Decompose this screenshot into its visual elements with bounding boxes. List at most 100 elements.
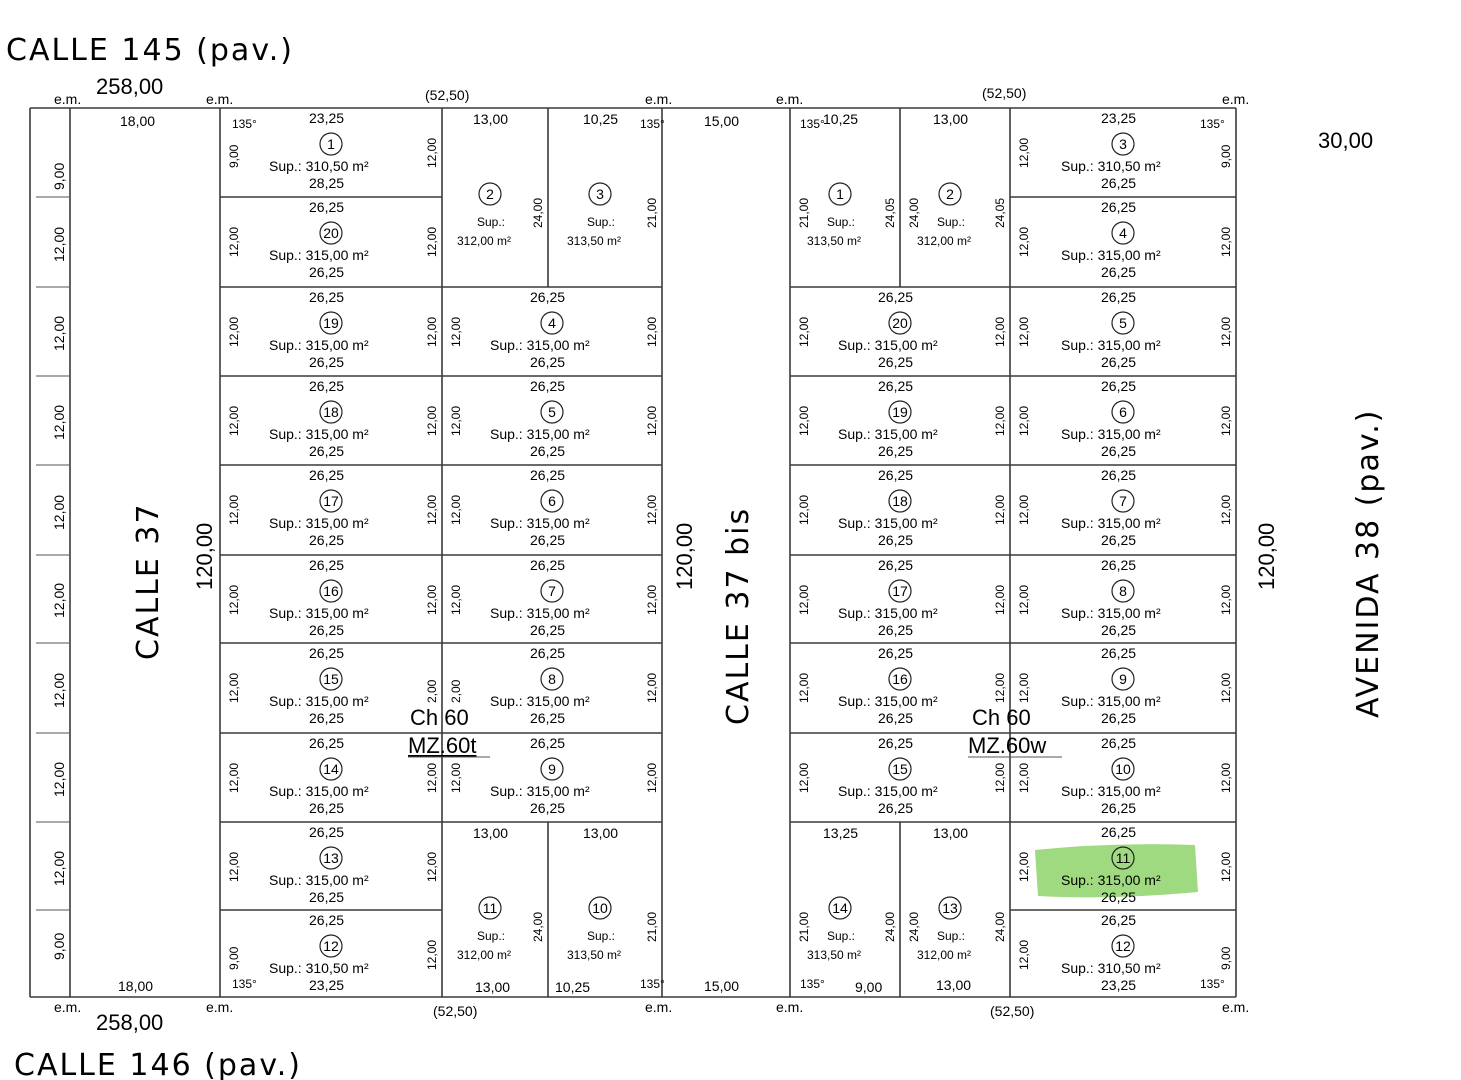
lot-text: Sup.: 315,00 m² (838, 783, 938, 799)
lot-text: 12,00 (425, 317, 439, 347)
lot-number-circle (888, 667, 912, 691)
svg-text:12,00: 12,00 (51, 405, 67, 440)
lot-text: Sup.: 315,00 m² (838, 605, 938, 621)
lot-text: 12,00 (797, 763, 811, 793)
lot-text: 26,25 (878, 557, 913, 573)
lot-text: 26,25 (309, 735, 344, 751)
lot-text: 26,25 (530, 645, 565, 661)
lot-text: 26,25 (530, 557, 565, 573)
lot-text: 12,00 (993, 763, 1007, 793)
lot-text: 26,25 (1101, 289, 1136, 305)
lot-text: 313,50 m² (567, 234, 621, 248)
lot-text: 12,00 (425, 495, 439, 525)
lot-text: Sup.: 315,00 m² (490, 783, 590, 799)
lot-text: 26,25 (1101, 532, 1136, 548)
lot-text: 26,25 (530, 354, 565, 370)
lot-number-circle (1111, 934, 1135, 958)
lot-text: 12,00 (1219, 673, 1233, 703)
lot-text: 12,00 (1219, 763, 1233, 793)
lot-number-circle (540, 311, 564, 335)
lot-text: 12,00 (425, 406, 439, 436)
lot-number-circle (828, 182, 852, 206)
lot-text: 12,00 (1017, 406, 1031, 436)
lot-number-circle (588, 182, 612, 206)
lot-text: Sup.: 315,00 m² (269, 337, 369, 353)
lot-number: 4 (548, 315, 556, 331)
lot-text: 26,25 (309, 710, 344, 726)
lot-number-circle (938, 896, 962, 920)
highlight-lot-11[interactable] (1035, 844, 1198, 898)
lot-number-circle (888, 400, 912, 424)
lot-text: 13,00 (933, 825, 968, 841)
lot-text: 21,00 (797, 198, 811, 228)
dim-street-18-bottom: 18,00 (118, 978, 153, 994)
svg-text:e.m.: e.m. (645, 999, 672, 1015)
svg-text:e.m.: e.m. (645, 91, 672, 107)
lot-text: 12,00 (1219, 585, 1233, 615)
lot-number-circle (319, 400, 343, 424)
lot-number: 14 (323, 761, 339, 777)
dim-west-depth: 120,00 (192, 523, 217, 590)
lot-text: Sup.: 315,00 m² (490, 605, 590, 621)
lot-text: 12,00 (227, 495, 241, 525)
lot-number-circle (319, 311, 343, 335)
lot-text: 12,00 (645, 406, 659, 436)
svg-text:9,00: 9,00 (51, 933, 67, 960)
lot-text: 135° (1200, 117, 1225, 131)
lot-text: 21,00 (645, 912, 659, 942)
lot-text: 12,00 (449, 495, 463, 525)
svg-text:e.m.: e.m. (206, 91, 233, 107)
lot-number-circle (319, 846, 343, 870)
lot-number: 8 (548, 671, 556, 687)
lot-text: 26,25 (878, 289, 913, 305)
lot-number: 2 (486, 186, 494, 202)
left-column-dims: 9,00 12,00 12,00 12,00 12,00 12,00 12,00… (51, 163, 67, 960)
lot-number: 8 (1119, 583, 1127, 599)
lot-text: 26,25 (530, 800, 565, 816)
lot-text: 26,25 (309, 467, 344, 483)
street-right-label: AVENIDA 38 (pav.) (1351, 408, 1386, 718)
lot-number-circle (478, 182, 502, 206)
lot-text: 23,25 (309, 977, 344, 993)
lot-text: 26,25 (309, 912, 344, 928)
svg-text:12,00: 12,00 (51, 673, 67, 708)
lot-number-circle (1111, 400, 1135, 424)
lot-number: 19 (892, 404, 908, 420)
lot-text: Sup.: (937, 215, 965, 229)
lot-number: 14 (832, 900, 848, 916)
lot-number: 13 (942, 900, 958, 916)
lot-text: 12,00 (449, 585, 463, 615)
lot-text: 12,00 (425, 227, 439, 257)
lot-text: 9,00 (227, 946, 241, 970)
lot-number: 18 (323, 404, 339, 420)
lot-text: 12,00 (797, 673, 811, 703)
lot-text: 26,25 (1101, 710, 1136, 726)
lot-text: 9,00 (1219, 144, 1233, 168)
lot-text: 12,00 (1219, 495, 1233, 525)
dim-street-15-top: 15,00 (704, 113, 739, 129)
lot-number: 9 (1119, 671, 1127, 687)
lot-text: 12,00 (227, 406, 241, 436)
lot-number-circle (938, 182, 962, 206)
lot-text: 26,25 (1101, 800, 1136, 816)
lot-text: Sup.: 315,00 m² (269, 693, 369, 709)
lot-text: 26,25 (309, 557, 344, 573)
lot-text: 12,00 (1017, 585, 1031, 615)
svg-text:e.m.: e.m. (54, 999, 81, 1015)
lot-text: 12,00 (227, 673, 241, 703)
dim-avenue-width: 30,00 (1318, 128, 1373, 153)
lot-text: 135° (800, 977, 825, 991)
lot-text: 26,25 (1101, 557, 1136, 573)
lot-number: 15 (892, 761, 908, 777)
lot-text: 24,05 (993, 198, 1007, 228)
lot-text: 12,00 (227, 227, 241, 257)
lot-text: 26,25 (878, 378, 913, 394)
lot-number: 4 (1119, 225, 1127, 241)
lot-number: 12 (323, 938, 339, 954)
lot-number: 6 (1119, 404, 1127, 420)
dim-east-depth: 120,00 (1254, 523, 1279, 590)
lot-text: 26,25 (1101, 735, 1136, 751)
lot-number-circle (540, 489, 564, 513)
lot-text: 12,00 (797, 585, 811, 615)
